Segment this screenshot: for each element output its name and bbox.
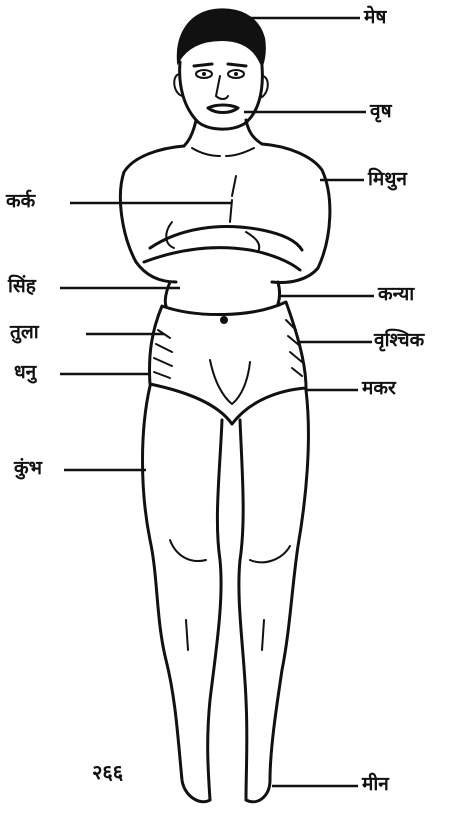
torso-left [165, 282, 170, 306]
figure-number: २६६ [92, 762, 123, 782]
label-vrish: वृष [370, 102, 392, 121]
label-kanya: कन्या [378, 285, 414, 304]
shin-mark [186, 620, 264, 650]
label-meen: मीन [362, 775, 389, 794]
right-knee [250, 546, 290, 562]
head-outline [180, 62, 263, 129]
right-pupil [234, 72, 238, 76]
torso-right [278, 282, 280, 304]
mouth [208, 105, 238, 113]
briefs-center [210, 360, 250, 404]
label-kark: कर्क [6, 192, 35, 211]
chest-mark [232, 176, 236, 196]
neck-left [184, 120, 196, 146]
left-leg-inner [208, 420, 222, 800]
left-pupil [202, 72, 206, 76]
label-mithun: मिथुन [368, 170, 407, 189]
right-leg-outer [246, 390, 308, 802]
left-eyebrow [194, 64, 212, 66]
left-shoulder-arm [120, 146, 184, 282]
neck-right [246, 120, 262, 144]
label-singh: सिंह [8, 277, 36, 296]
navel [220, 316, 228, 324]
collarbone-left [192, 148, 220, 156]
folded-forearm-lower [144, 248, 300, 270]
left-knee [170, 540, 206, 561]
collarbone-right [226, 148, 254, 156]
label-mesh: मेष [364, 8, 386, 27]
briefs-shading-left [154, 330, 172, 378]
right-leg-inner [239, 420, 247, 800]
left-leg-outer [143, 386, 211, 802]
label-vrishchik: वृश्चिक [374, 331, 424, 350]
label-dhanu: धनु [14, 363, 36, 382]
label-makar: मकर [362, 379, 396, 398]
right-eyebrow [228, 64, 246, 66]
right-shoulder-arm [262, 144, 330, 282]
label-tula: तुला [10, 323, 39, 342]
label-kumbh: कुंभ [14, 459, 42, 478]
nose [216, 76, 228, 99]
